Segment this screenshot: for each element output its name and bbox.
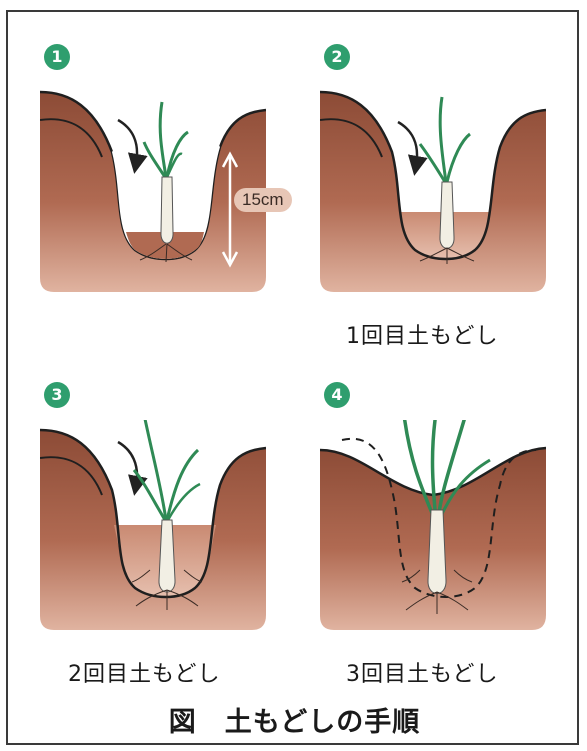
step-caption-4: 3回目土もどし [346,656,499,688]
step-badge-3: 3 [44,382,70,408]
panel-step-1 [40,82,266,292]
step-caption-2: 1回目土もどし [346,318,499,350]
step-caption-3: 2回目土もどし [68,656,221,688]
figure-title: 図土もどしの手順 [8,700,581,739]
panel-step-3 [40,420,266,630]
trench-illustration [40,82,266,292]
panel-step-4 [320,420,546,630]
step-badge-1: 1 [44,44,70,70]
step-badge-2: 2 [324,44,350,70]
panel-step-2 [320,82,546,292]
diagram-frame: 1 15cm 2 1回目土もどし [6,10,579,745]
depth-label: 15cm [234,188,292,212]
trench-illustration [320,82,546,292]
figure-title-text: 土もどしの手順 [225,707,420,738]
figure-prefix: 図 [169,707,197,738]
trench-illustration [320,420,546,630]
step-badge-4: 4 [324,382,350,408]
trench-illustration [40,420,266,630]
